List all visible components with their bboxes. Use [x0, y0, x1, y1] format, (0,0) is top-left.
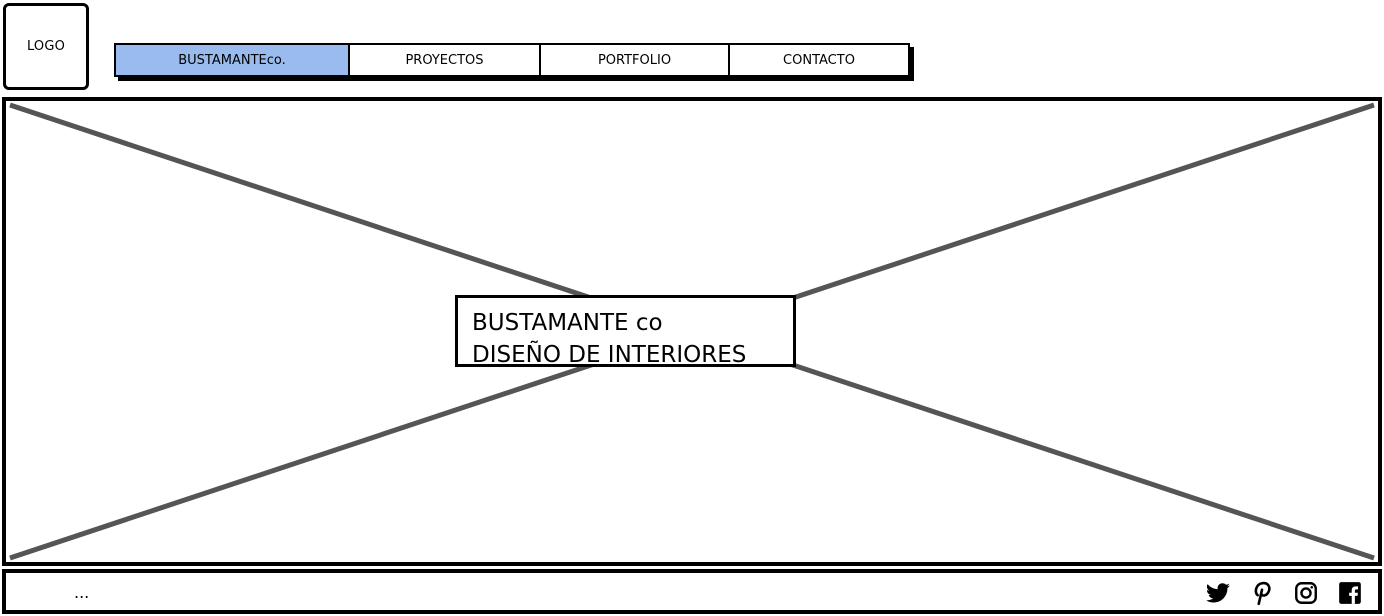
pinterest-icon[interactable] — [1248, 579, 1276, 607]
tab-label: PROYECTOS — [405, 52, 484, 68]
twitter-icon[interactable] — [1204, 579, 1232, 607]
logo[interactable]: LOGO — [3, 3, 89, 90]
instagram-icon[interactable] — [1292, 579, 1320, 607]
tab-contacto[interactable]: CONTACTO — [730, 45, 908, 75]
social-links — [1204, 579, 1364, 607]
hero-title-line1: BUSTAMANTE co — [472, 310, 663, 336]
tab-bustamanteco[interactable]: BUSTAMANTEco. — [116, 45, 350, 75]
footer: ... — [2, 569, 1382, 614]
hero-title-box: BUSTAMANTE co DISEÑO DE INTERIORES — [455, 295, 796, 367]
logo-label: LOGO — [26, 39, 66, 54]
tab-label: PORTFOLIO — [597, 52, 672, 68]
tab-label: CONTACTO — [783, 52, 855, 68]
tab-portfolio[interactable]: PORTFOLIO — [541, 45, 730, 75]
facebook-icon[interactable] — [1336, 579, 1364, 607]
main-nav: BUSTAMANTEco. PROYECTOS PORTFOLIO CONTAC… — [114, 43, 910, 77]
hero-title-line2: DISEÑO DE INTERIORES — [472, 342, 747, 367]
tab-label: BUSTAMANTEco. — [178, 52, 286, 68]
footer-text: ... — [74, 583, 90, 602]
tab-proyectos[interactable]: PROYECTOS — [350, 45, 541, 75]
